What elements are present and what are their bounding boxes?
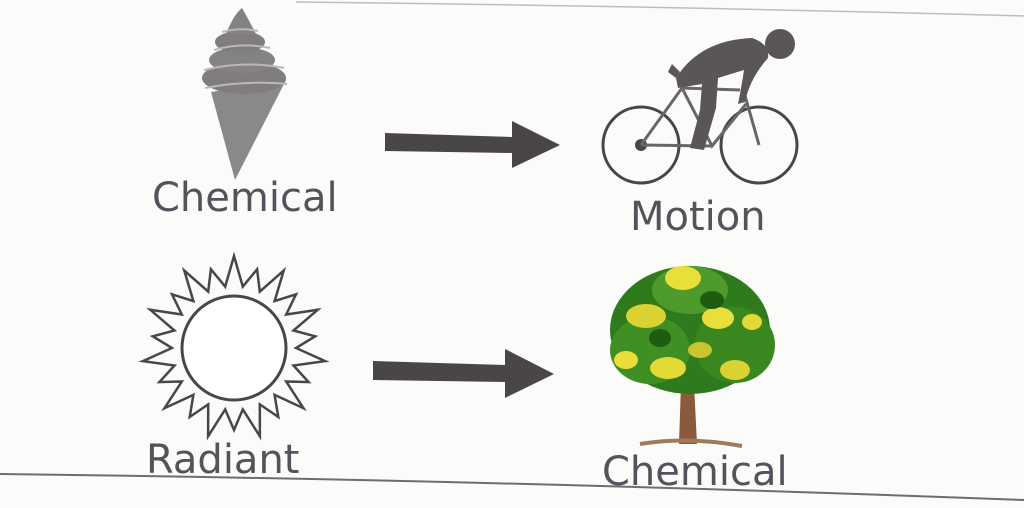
cyclist-icon [601,29,799,185]
energy-label-motion: Motion [630,194,766,240]
ice-cream-cone-icon [202,8,288,180]
page-edge-bottom [0,473,1024,501]
page-edge-top [295,1,1024,17]
arrow-chemical-to-motion [385,121,560,168]
sun-icon [138,251,330,441]
tree-icon [610,266,775,448]
energy-label-radiant: Radiant [146,437,300,483]
energy-label-chemical-source: Chemical [152,175,338,221]
arrow-radiant-to-chemical [373,349,554,398]
energy-label-chemical-result: Chemical [602,449,788,495]
